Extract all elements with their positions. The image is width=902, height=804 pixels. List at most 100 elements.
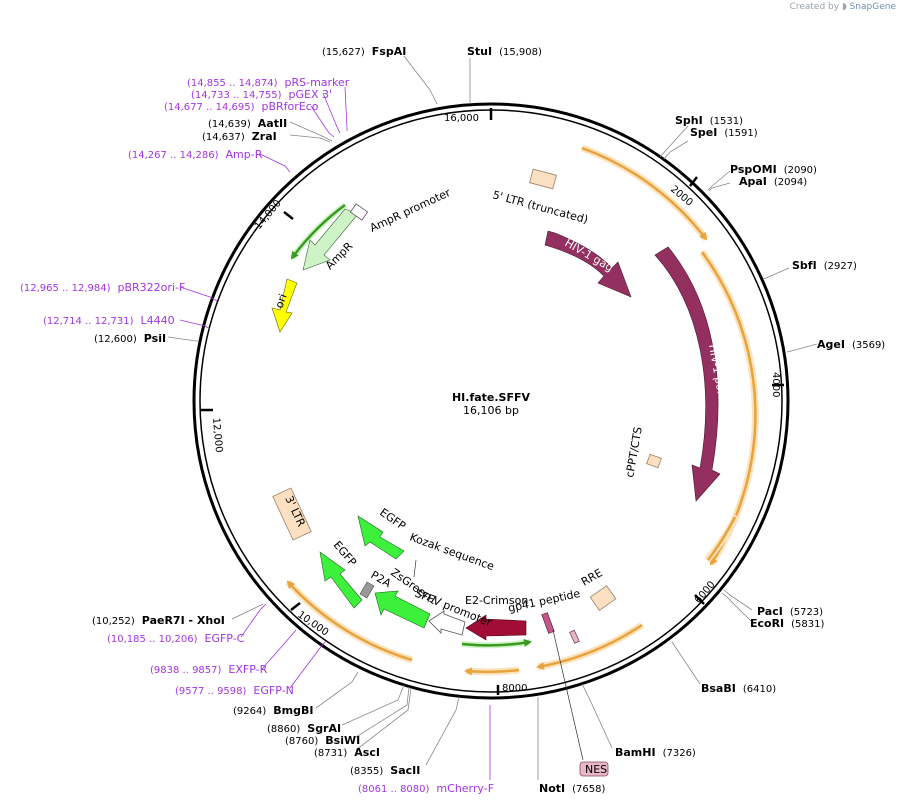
enzyme-stui[interactable]: StuI (15,908) — [467, 44, 542, 59]
enzyme-noti[interactable]: NotI(7658) — [539, 781, 605, 796]
nes-label-box — [579, 761, 609, 777]
primer-name: Amp-R — [225, 148, 263, 161]
enzyme-sgrai[interactable]: (8860)SgrAI — [267, 721, 341, 736]
pol-arrow — [654, 246, 721, 502]
gp41-box — [541, 612, 555, 634]
cppt-box — [646, 453, 662, 469]
ori-arrow — [271, 278, 298, 333]
label-cppt: cPPT/CTS — [623, 426, 645, 479]
enzyme-sacii[interactable]: (8355)SacII — [350, 763, 420, 778]
enzyme-aatii[interactable]: (14,639)AatII — [208, 116, 287, 131]
enzyme-name: AscI — [354, 746, 380, 759]
enzyme-sphi[interactable]: SphI(1531) — [675, 113, 743, 128]
enzyme-name: ZraI — [251, 130, 277, 143]
plasmid-name: HI.fate.SFFV — [452, 391, 531, 404]
enzyme-name: SacII — [390, 764, 421, 777]
amprpromoter-box — [349, 203, 369, 221]
enzyme-bsabi[interactable]: BsaBI(6410) — [701, 681, 776, 696]
label-amprpromoter: AmpR promoter — [368, 186, 453, 235]
enzyme-leaders — [167, 55, 818, 780]
primer-egfp-n[interactable]: (9577 .. 9598)EGFP-N — [175, 683, 294, 698]
gp41-leader — [552, 629, 584, 761]
enzyme-name: BmgBI — [273, 704, 314, 717]
enzyme-name: SbfI — [792, 259, 817, 272]
enzyme-name: PaeR7I - XhoI — [141, 614, 225, 627]
enzyme-name: ApaI — [739, 175, 767, 188]
label-kozak: Kozak sequence — [408, 531, 496, 574]
ltr5-box — [529, 168, 557, 190]
enzyme-pos: (3569) — [851, 340, 886, 351]
enzyme-bsiwi[interactable]: (8760) BsiWI — [285, 733, 360, 748]
label-e2crimson: E2-Crimson — [465, 594, 528, 607]
enzyme-zrai[interactable]: (14,637) ZraI — [202, 129, 277, 144]
primer-pos: (14,677 .. 14,695) — [164, 102, 255, 113]
primer-name: pRS-marker — [284, 76, 350, 89]
enzyme-name: StuI — [467, 45, 493, 58]
enzyme-spei[interactable]: SpeI(1591) — [690, 125, 758, 140]
enzyme-paci[interactable]: PacI(5723) — [757, 604, 823, 619]
primer-l4440[interactable]: (12,714 .. 12,731) L4440 — [43, 313, 175, 328]
enzyme-name: BamHI — [615, 746, 656, 759]
plasmid-size: 16,106 bp — [463, 404, 519, 417]
enzyme-pos: (8760) — [285, 736, 319, 747]
primer-pgex3[interactable]: (14,733 .. 14,755)pGEX 3' — [191, 87, 332, 102]
enzyme-pos: (1531) — [709, 116, 743, 127]
enzyme-pos: (15,908) — [499, 47, 542, 58]
enzyme-pos: (6410) — [742, 684, 777, 695]
primer-pos: (12,714 .. 12,731) — [43, 316, 134, 327]
enzyme-pos: (5831) — [791, 619, 825, 630]
zsgreen-arrow — [374, 590, 431, 629]
enzyme-pos: (12,600) — [94, 334, 137, 345]
enzyme-psii[interactable]: (12,600) PsiI — [94, 331, 166, 346]
enzyme-apai[interactable]: ApaI(2094) — [739, 174, 807, 189]
primer-prs-marker[interactable]: (14,855 .. 14,874) pRS-marker — [187, 75, 349, 90]
enzyme-paer7i-xhoi[interactable]: (10,252)PaeR7I - XhoI — [92, 613, 225, 628]
enzyme-bmgbi[interactable]: (9264) BmgBI — [233, 703, 313, 718]
enzyme-pos: (2927) — [823, 261, 857, 272]
primer-name: mCherry-F — [436, 782, 495, 795]
rre-box — [589, 585, 617, 611]
primer-pos: (12,965 .. 12,984) — [20, 283, 111, 294]
primer-name: EXFP-R — [228, 663, 268, 676]
primer-name: L4440 — [140, 314, 175, 327]
primer-mcherry-f[interactable]: (8061 .. 8080) mCherry-F — [358, 781, 494, 796]
primer-pbr322ori-f[interactable]: (12,965 .. 12,984)pBR322ori-F — [20, 280, 185, 295]
label-nes: NES — [585, 763, 607, 776]
snapgene-logo-icon: ◗ — [841, 2, 847, 12]
enzyme-name: SgrAI — [307, 722, 342, 735]
enzyme-pos: (7326) — [662, 748, 696, 759]
egfp2-arrow — [319, 551, 363, 609]
enzyme-name: PsiI — [143, 332, 167, 345]
ampr-arrow — [302, 208, 359, 271]
tick-6000: 6000 — [693, 579, 718, 606]
primer-pos: (8061 .. 8080) — [358, 784, 430, 795]
primer-leaders — [179, 86, 491, 780]
enzyme-name: EcoRI — [750, 617, 785, 630]
enzyme-pos: (14,637) — [202, 132, 245, 143]
enzyme-ecori[interactable]: EcoRI (5831) — [750, 616, 824, 631]
enzyme-pos: (2090) — [783, 165, 817, 176]
primer-pbrforeco[interactable]: (14,677 .. 14,695) pBRforEco — [164, 99, 319, 114]
enzyme-asci[interactable]: (8731)AscI — [314, 745, 380, 760]
label-gag: HIV-1 gag — [563, 236, 616, 274]
ltr3-box — [272, 487, 312, 541]
orf-arcs — [285, 144, 759, 676]
primer-name: pGEX 3' — [288, 88, 333, 101]
primer-pos: (14,855 .. 14,874) — [187, 78, 278, 89]
p2a-box — [359, 581, 375, 599]
enzyme-sbfi[interactable]: SbfI (2927) — [792, 258, 857, 273]
enzyme-pos: (15,627) — [322, 47, 365, 58]
enzyme-bamhi[interactable]: BamHI (7326) — [615, 745, 696, 760]
enzyme-fspai[interactable]: (15,627)FspAI — [322, 44, 406, 59]
enzyme-agei[interactable]: AgeI(3569) — [817, 337, 885, 352]
enzyme-pspomi[interactable]: PspOMI(2090) — [730, 162, 817, 177]
enzyme-name: BsiWI — [325, 734, 361, 747]
nes-box — [569, 629, 580, 644]
primer-egfp-c[interactable]: (10,185 .. 10,206)EGFP-C — [107, 631, 244, 646]
primer-name: pBRforEco — [261, 100, 319, 113]
primer-ampr[interactable]: (14,267 .. 14,286)Amp-R — [128, 147, 262, 162]
primer-name: EGFP-C — [204, 632, 245, 645]
primer-exfp-r[interactable]: (9838 .. 9857)EXFP-R — [150, 662, 267, 677]
enzyme-pos: (9264) — [233, 706, 267, 717]
